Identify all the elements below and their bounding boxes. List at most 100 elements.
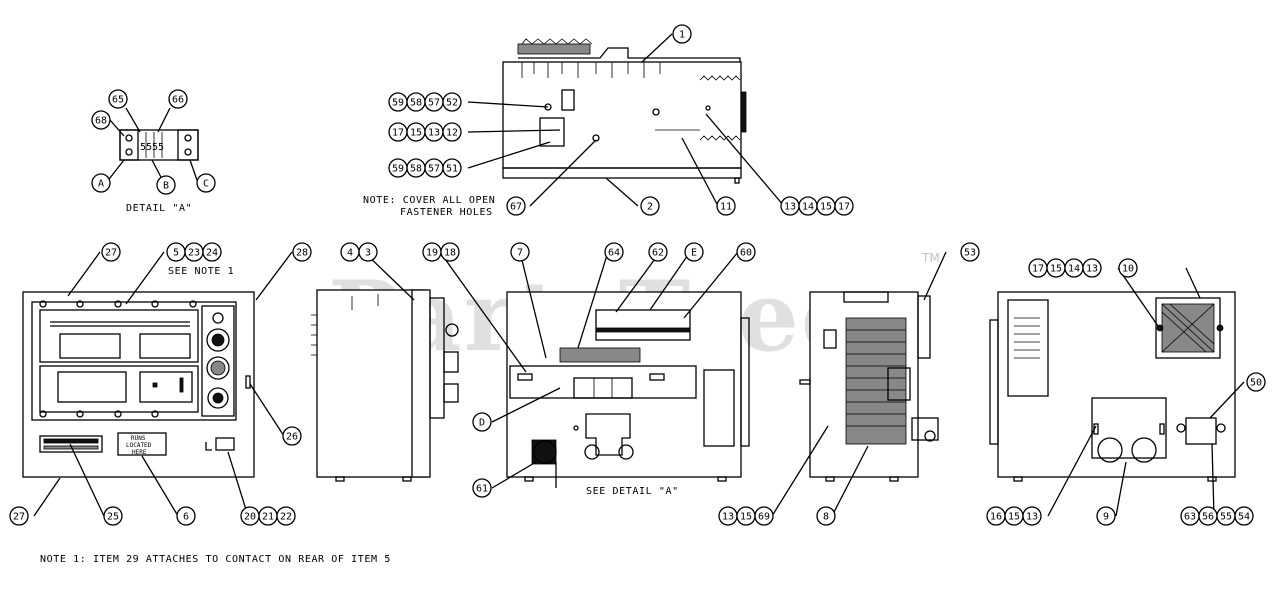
side-view-right [799, 291, 939, 482]
callout-number: 69 [758, 512, 770, 523]
callout-number: 18 [444, 248, 456, 259]
callout-number: 59 [392, 98, 404, 109]
callout-68: 68 [91, 110, 111, 130]
callout-number: 65 [112, 95, 124, 106]
callout-number: 66 [172, 95, 184, 106]
callout-number: 54 [1238, 512, 1250, 523]
callout-67: 67 [506, 196, 526, 216]
detail-a-title: DETAIL "A" [126, 203, 192, 214]
callout-65: 65 [108, 89, 128, 109]
callout-bubble [1234, 506, 1254, 526]
callout-number: 56 [1202, 512, 1214, 523]
callout-number: 3 [365, 248, 371, 259]
callout-number: 15 [740, 512, 752, 523]
callout-number: 13 [1026, 512, 1038, 523]
callout-bubble [168, 89, 188, 109]
callout-number: 13 [1086, 264, 1098, 275]
callout-number: 10 [1122, 264, 1134, 275]
callout-number: 57 [428, 164, 440, 175]
callout-9: 9 [1096, 506, 1116, 526]
callout-bubble [103, 506, 123, 526]
callout-bubble [440, 242, 460, 262]
callout-C: C [196, 173, 216, 193]
callout-60: 60 [736, 242, 756, 262]
callout-number: 15 [820, 202, 832, 213]
callout-number: 15 [1050, 264, 1062, 275]
rear-view [989, 291, 1236, 482]
note-1-text: NOTE 1: ITEM 29 ATTACHES TO CONTACT ON R… [40, 554, 391, 565]
callout-number: 64 [608, 248, 620, 259]
callout-bubble [816, 506, 836, 526]
callout-number: 19 [426, 248, 438, 259]
callout-11: 11 [716, 196, 736, 216]
callout-bubble [834, 196, 854, 216]
callout-number: 53 [964, 248, 976, 259]
callout-number: 14 [1068, 264, 1080, 275]
side-view-left [311, 289, 459, 482]
callout-bubble [506, 196, 526, 216]
callout-6: 6 [176, 506, 196, 526]
callout-number: 61 [476, 484, 488, 495]
callout-number: 28 [296, 248, 308, 259]
callout-bubble [684, 242, 704, 262]
front-panel-view: RUNS LOCATED HERE [22, 291, 255, 478]
detail-a-terminal-block: 5555 [119, 129, 199, 161]
interior-view [506, 291, 750, 482]
callout-27-bottom: 27 [9, 506, 29, 526]
callout-50: 50 [1246, 372, 1266, 392]
callout-bubble [442, 158, 462, 178]
callout-number: C [203, 179, 209, 190]
callout-number: 26 [286, 432, 298, 443]
callout-28: 28 [292, 242, 312, 262]
callout-number: 8 [823, 512, 829, 523]
callout-bubble [648, 242, 668, 262]
plate-text-3: HERE [132, 449, 147, 456]
callout-D: D [472, 412, 492, 432]
callout-number: 25 [107, 512, 119, 523]
callout-bubble [358, 242, 378, 262]
callout-bubble [716, 196, 736, 216]
callout-bubble [604, 242, 624, 262]
callout-bubble [510, 242, 530, 262]
callout-bubble [101, 242, 121, 262]
callout-number: 59 [392, 164, 404, 175]
callout-number: 13 [784, 202, 796, 213]
callout-27-top: 27 [101, 242, 121, 262]
callout-number: 17 [392, 128, 404, 139]
plate-text-1: RUNS [131, 435, 146, 442]
callout-bubble [1022, 506, 1042, 526]
callout-number: 13 [428, 128, 440, 139]
callout-number: 67 [510, 202, 522, 213]
top-view-assembly [502, 38, 747, 184]
callout-25: 25 [103, 506, 123, 526]
callout-number: E [691, 248, 697, 259]
callout-10: 10 [1118, 258, 1138, 278]
callout-61: 61 [472, 478, 492, 498]
callout-1: 1 [672, 24, 692, 44]
callout-bubble [91, 173, 111, 193]
callout-number: 60 [740, 248, 752, 259]
callout-2: 2 [640, 196, 660, 216]
callout-number: 58 [410, 98, 422, 109]
callout-bubble [736, 242, 756, 262]
callout-number: 1 [679, 30, 685, 41]
callout-number: 23 [188, 248, 200, 259]
callout-53: 53 [960, 242, 980, 262]
callout-number: 24 [206, 248, 218, 259]
callout-bubble [442, 92, 462, 112]
callout-number: 27 [105, 248, 117, 259]
callout-number: 17 [838, 202, 850, 213]
callout-number: 6 [183, 512, 189, 523]
note-cover-holes-line2: FASTENER HOLES [400, 207, 493, 218]
callout-number: 9 [1103, 512, 1109, 523]
see-detail-a: SEE DETAIL "A" [586, 486, 679, 497]
callout-B: B [156, 175, 176, 195]
callout-number: 15 [1008, 512, 1020, 523]
